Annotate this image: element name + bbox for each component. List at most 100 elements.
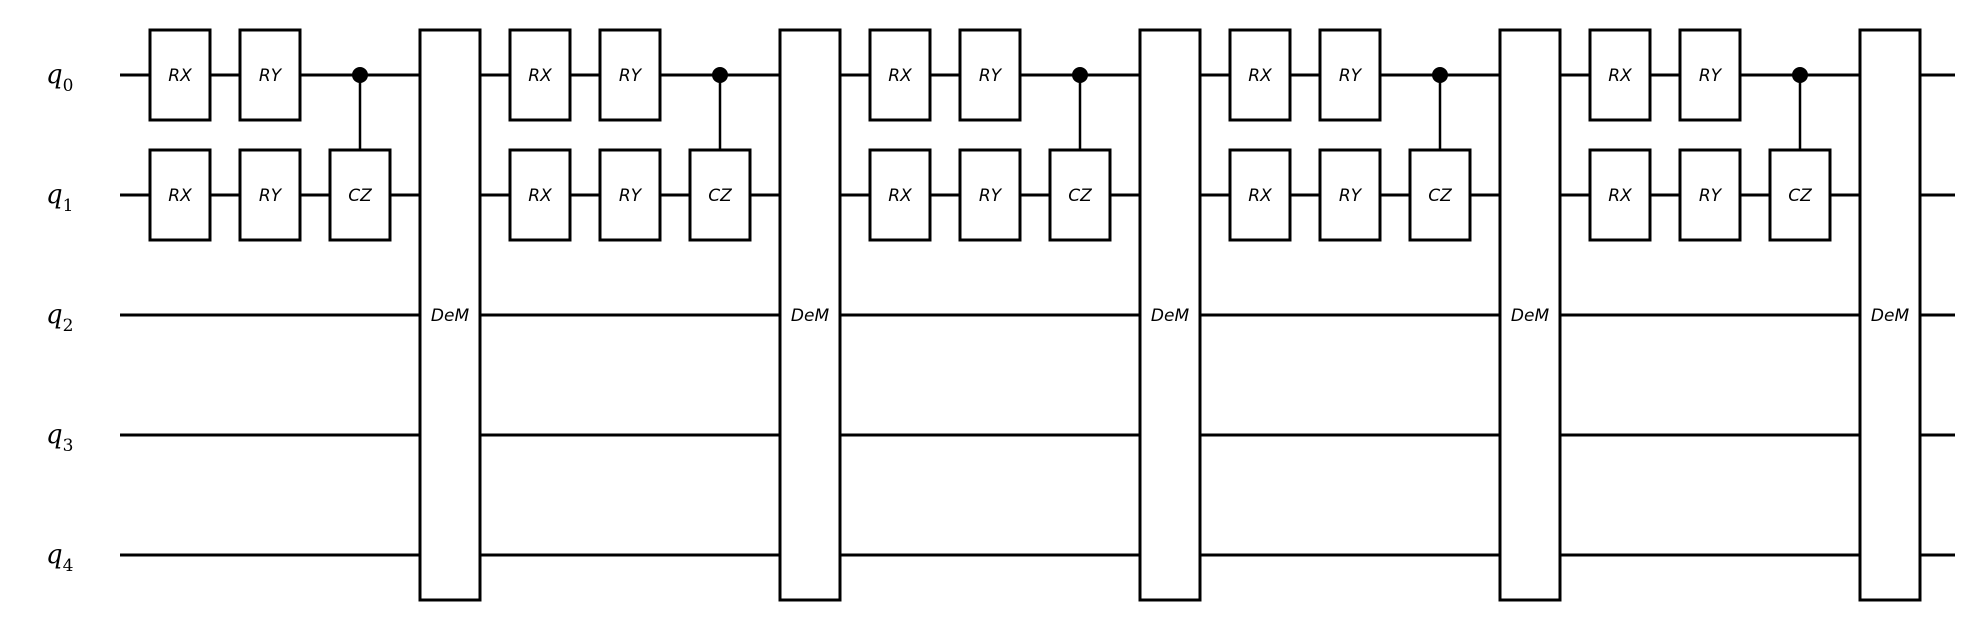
ry-gate-b1-q0-label: RY (619, 66, 643, 86)
rx-gate-b0-q0: RX (148, 28, 212, 122)
rx-gate-b3-q0: RX (1228, 28, 1292, 122)
rx-gate-b2-q0-box (868, 28, 932, 122)
qubit-label-1: q1 (46, 180, 73, 216)
rx-gate-b3-q1: RX (1228, 148, 1292, 242)
qubit-wires (120, 73, 1955, 557)
dem-gate-b2-label: DeM (1151, 306, 1190, 326)
ry-gate-b3-q1-box (1318, 148, 1382, 242)
rx-gate-b2-q1-box (868, 148, 932, 242)
ry-gate-b2-q1-label: RY (979, 186, 1003, 206)
ry-gate-b1-q1: RY (598, 148, 662, 242)
cz-gate-b4: CZ (1768, 148, 1832, 242)
dem-gate-b2: DeM (1138, 28, 1202, 602)
dem-gate-b4-box (1858, 28, 1922, 602)
rx-gate-b2-q0: RX (868, 28, 932, 122)
qubit-label-3: q3 (46, 420, 73, 456)
cz-gate-b4-box (1768, 148, 1832, 242)
rx-gate-b0-q1-box (148, 148, 212, 242)
cz-gate-b3: CZ (1408, 148, 1472, 242)
rx-gate-b4-q0-box (1588, 28, 1652, 122)
rx-gate-b1-q1-box (508, 148, 572, 242)
cz-control-dot-b3 (1432, 67, 1448, 83)
dem-gate-b1-label: DeM (791, 306, 830, 326)
cz-gate-b3-box (1408, 148, 1472, 242)
cz-control-dot-b4 (1792, 67, 1808, 83)
rx-gate-b2-q1: RX (868, 148, 932, 242)
ry-gate-b2-q0-box (958, 28, 1022, 122)
cz-gate-b3-label: CZ (1428, 186, 1452, 206)
rx-gate-b3-q1-box (1228, 148, 1292, 242)
cz-gate-b1-label: CZ (708, 186, 732, 206)
rx-gate-b4-q1-box (1588, 148, 1652, 242)
ry-gate-b1-q1-box (598, 148, 662, 242)
ry-gate-b1-q1-label: RY (619, 186, 643, 206)
ry-gate-b0-q0-label: RY (259, 66, 283, 86)
ry-gate-b4-q0-label: RY (1699, 66, 1723, 86)
rx-gate-b0-q0-label: RX (168, 66, 192, 86)
cz-gate-b0: CZ (328, 148, 392, 242)
qubit-label-4: q4 (46, 540, 73, 576)
rx-gate-b4-q0: RX (1588, 28, 1652, 122)
cz-gate-b1: CZ (688, 148, 752, 242)
ry-gate-b2-q0-label: RY (979, 66, 1003, 86)
dem-gate-b3-box (1498, 28, 1562, 602)
cz-gate-b4-label: CZ (1788, 186, 1812, 206)
cz-gate-b2-label: CZ (1068, 186, 1092, 206)
ry-gate-b0-q1-label: RY (259, 186, 283, 206)
cz-gate-b2: CZ (1048, 148, 1112, 242)
rx-gate-b1-q0-label: RX (528, 66, 552, 86)
ry-gate-b4-q0-box (1678, 28, 1742, 122)
ry-gate-b4-q1-label: RY (1699, 186, 1723, 206)
cz-gate-b1-box (688, 148, 752, 242)
qubit-label-2: q2 (46, 300, 73, 336)
ry-gate-b0-q0-box (238, 28, 302, 122)
rx-gate-b1-q1: RX (508, 148, 572, 242)
dem-gate-b1-box (778, 28, 842, 602)
gate-blocks: RX RY RX RY CZ DeM RX RY RX RY CZ DeM RX RY RX RY CZ DeM R… (148, 28, 1922, 602)
dem-gate-b3: DeM (1498, 28, 1562, 602)
rx-gate-b4-q1: RX (1588, 148, 1652, 242)
dem-gate-b4: DeM (1858, 28, 1922, 602)
ry-gate-b2-q1-box (958, 148, 1022, 242)
cz-gate-b2-box (1048, 148, 1112, 242)
rx-gate-b3-q0-label: RX (1248, 66, 1272, 86)
dem-gate-b4-label: DeM (1871, 306, 1910, 326)
ry-gate-b3-q0-label: RY (1339, 66, 1363, 86)
rx-gate-b4-q1-label: RX (1608, 186, 1632, 206)
ry-gate-b4-q1: RY (1678, 148, 1742, 242)
dem-gate-b1: DeM (778, 28, 842, 602)
ry-gate-b0-q1-box (238, 148, 302, 242)
rx-gate-b0-q1-label: RX (168, 186, 192, 206)
cz-control-dot-b2 (1072, 67, 1088, 83)
rx-gate-b1-q0-box (508, 28, 572, 122)
ry-gate-b3-q0: RY (1318, 28, 1382, 122)
ry-gate-b2-q0: RY (958, 28, 1022, 122)
rx-gate-b1-q0: RX (508, 28, 572, 122)
rx-gate-b0-q1: RX (148, 148, 212, 242)
qubit-label-0: q0 (46, 60, 73, 96)
ry-gate-b0-q1: RY (238, 148, 302, 242)
ry-gate-b1-q0: RY (598, 28, 662, 122)
qubit-labels: q0 q1 q2 q3 q4 (46, 60, 73, 576)
rx-gate-b3-q0-box (1228, 28, 1292, 122)
cz-gate-b0-label: CZ (348, 186, 372, 206)
ry-gate-b2-q1: RY (958, 148, 1022, 242)
ry-gate-b0-q0: RY (238, 28, 302, 122)
dem-gate-b3-label: DeM (1511, 306, 1550, 326)
dem-gate-b2-box (1138, 28, 1202, 602)
cz-control-dot-b1 (712, 67, 728, 83)
rx-gate-b2-q1-label: RX (888, 186, 912, 206)
rx-gate-b3-q1-label: RX (1248, 186, 1272, 206)
rx-gate-b0-q0-box (148, 28, 212, 122)
ry-gate-b3-q0-box (1318, 28, 1382, 122)
ry-gate-b4-q0: RY (1678, 28, 1742, 122)
ry-gate-b3-q1-label: RY (1339, 186, 1363, 206)
cz-control-dot-b0 (352, 67, 368, 83)
dem-gate-b0: DeM (418, 28, 482, 602)
cz-gate-b0-box (328, 148, 392, 242)
dem-gate-b0-label: DeM (431, 306, 470, 326)
dem-gate-b0-box (418, 28, 482, 602)
rx-gate-b4-q0-label: RX (1608, 66, 1632, 86)
rx-gate-b1-q1-label: RX (528, 186, 552, 206)
